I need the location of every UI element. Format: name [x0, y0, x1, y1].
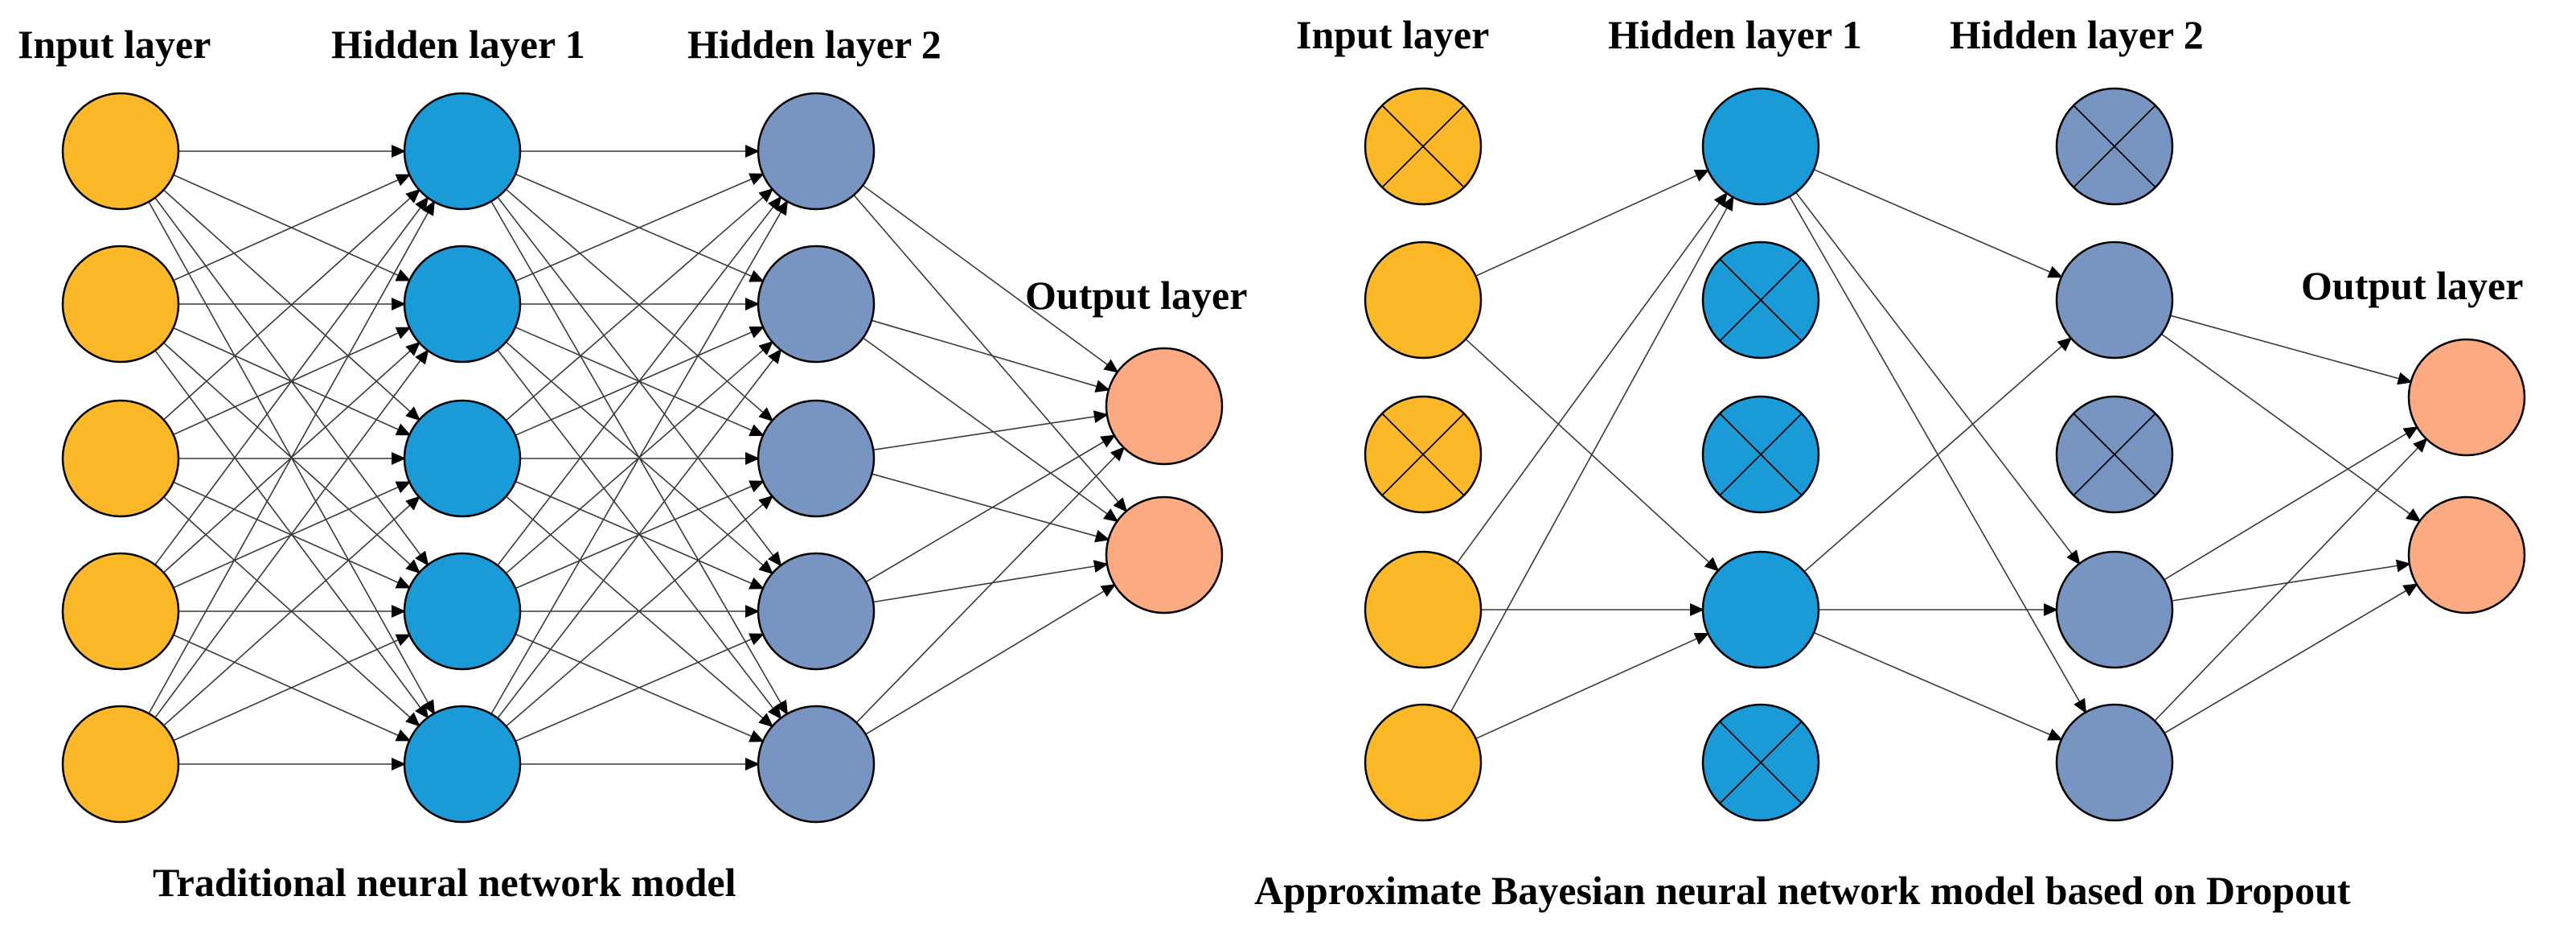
left-edge-hidden2-2-to-output-1	[872, 473, 1110, 543]
left-hidden1-node-1	[403, 245, 522, 364]
left-edge-hidden1-4-to-hidden2-1	[497, 348, 782, 719]
right-edge-hidden1-0-to-hidden2-3	[1795, 191, 2081, 565]
right-hidden2-node-3	[2055, 550, 2174, 669]
left-hidden2-node-1	[757, 245, 876, 364]
left-edge-hidden2-2-to-output-0	[873, 410, 1109, 451]
right-hidden-layer-2-label: Hidden layer 2	[1950, 12, 2204, 57]
right-input-node-0-dropped	[1364, 87, 1483, 206]
left-hidden1-node-3	[403, 552, 522, 671]
right-edge-hidden2-3-to-output-0	[2164, 426, 2419, 581]
left-edge-hidden1-3-to-hidden2-0	[497, 195, 782, 566]
left-input-layer-label: Input layer	[18, 22, 211, 67]
left-input-node-3	[61, 552, 180, 671]
right-input-node-3	[1364, 550, 1483, 669]
right-output-layer-label: Output layer	[2301, 263, 2524, 308]
left-output-node-0	[1105, 347, 1224, 466]
left-hidden2-node-0	[757, 92, 876, 211]
right-input-node-1	[1364, 240, 1483, 360]
right-edge-hidden2-4-to-output-1	[2164, 583, 2418, 734]
left-edge-hidden1-4-to-hidden2-0	[490, 199, 789, 715]
right-input-layer-label: Input layer	[1296, 12, 1490, 57]
left-model-caption: Traditional neural network model	[153, 860, 736, 905]
right-edge-hidden1-3-to-hidden2-1	[1803, 337, 2073, 573]
left-edge-hidden2-3-to-output-0	[865, 434, 1116, 583]
left-input-node-4	[61, 705, 180, 824]
left-edge-hidden1-1-to-hidden2-0	[515, 173, 765, 282]
left-hidden1-node-2	[403, 399, 522, 518]
left-edge-input-4-to-hidden1-1	[154, 349, 429, 718]
right-edge-hidden2-1-to-output-0	[2170, 314, 2413, 385]
left-edge-hidden2-4-to-output-1	[865, 584, 1117, 735]
left-hidden1-node-4	[403, 705, 522, 824]
left-hidden-layer-1-label: Hidden layer 1	[331, 22, 585, 67]
left-output-layer-label: Output layer	[1025, 273, 1248, 318]
left-edge-input-4-to-hidden1-2	[163, 495, 420, 726]
right-model-connections	[1450, 168, 2428, 741]
left-model-connections	[148, 145, 1128, 771]
right-edge-hidden1-0-to-hidden2-1	[1813, 168, 2063, 278]
right-edge-input-4-to-hidden1-0	[1450, 195, 1734, 713]
left-edge-input-4-to-hidden1-3	[173, 634, 412, 742]
left-hidden1-node-0	[403, 92, 522, 211]
left-model-nodes	[61, 92, 1224, 824]
left-edge-hidden2-0-to-output-1	[853, 194, 1128, 513]
right-hidden2-node-1	[2055, 240, 2174, 360]
right-hidden-layer-1-label: Hidden layer 1	[1608, 12, 1862, 57]
right-edge-input-4-to-hidden1-3	[1475, 632, 1710, 740]
right-edge-input-3-to-hidden1-0	[1456, 191, 1728, 564]
left-input-node-1	[61, 245, 180, 364]
right-hidden2-node-2-dropped	[2055, 395, 2174, 514]
right-input-node-2-dropped	[1364, 395, 1483, 514]
right-hidden1-node-1-dropped	[1701, 240, 1820, 360]
left-edge-input-3-to-hidden1-0	[154, 196, 429, 565]
right-hidden1-node-2-dropped	[1701, 395, 1820, 514]
right-hidden2-node-0-dropped	[2055, 87, 2174, 206]
right-edge-hidden1-3-to-hidden2-4	[1813, 631, 2063, 741]
left-hidden2-node-2	[757, 399, 876, 518]
right-hidden1-node-0	[1701, 87, 1820, 206]
right-hidden1-node-3	[1701, 550, 1820, 669]
right-model-nodes	[1364, 87, 2526, 822]
left-edge-hidden1-2-to-hidden2-0	[505, 187, 774, 421]
left-edge-hidden1-4-to-hidden2-3	[515, 633, 765, 742]
right-model-caption: Approximate Bayesian neural network mode…	[1254, 868, 2351, 913]
right-output-node-1	[2407, 495, 2526, 615]
left-edge-input-4-to-hidden1-0	[148, 200, 435, 714]
left-hidden-layer-2-label: Hidden layer 2	[687, 22, 941, 67]
left-hidden2-node-4	[757, 705, 876, 824]
left-edge-hidden2-1-to-output-1	[862, 337, 1119, 523]
left-edge-hidden2-4-to-output-0	[855, 446, 1126, 723]
left-edge-input-2-to-hidden1-0	[162, 188, 420, 421]
left-edge-hidden2-3-to-output-1	[872, 560, 1109, 603]
left-edge-hidden2-1-to-output-0	[871, 319, 1110, 393]
left-input-node-2	[61, 399, 180, 518]
right-edge-input-1-to-hidden1-0	[1475, 169, 1710, 277]
right-output-node-0	[2407, 338, 2526, 457]
right-hidden2-node-4	[2055, 703, 2174, 822]
right-hidden1-node-4-dropped	[1701, 703, 1820, 822]
left-output-node-1	[1105, 495, 1224, 615]
left-input-node-0	[61, 92, 180, 211]
right-edge-hidden2-1-to-output-1	[2160, 333, 2422, 522]
left-edge-hidden2-0-to-output-0	[862, 184, 1119, 373]
right-edge-hidden2-3-to-output-1	[2171, 559, 2411, 602]
right-input-node-4	[1364, 703, 1483, 822]
left-edge-input-1-to-hidden1-0	[173, 174, 412, 282]
left-hidden2-node-3	[757, 552, 876, 671]
right-edge-hidden2-4-to-output-0	[2154, 438, 2428, 721]
left-edge-hidden1-4-to-hidden2-2	[505, 495, 774, 727]
